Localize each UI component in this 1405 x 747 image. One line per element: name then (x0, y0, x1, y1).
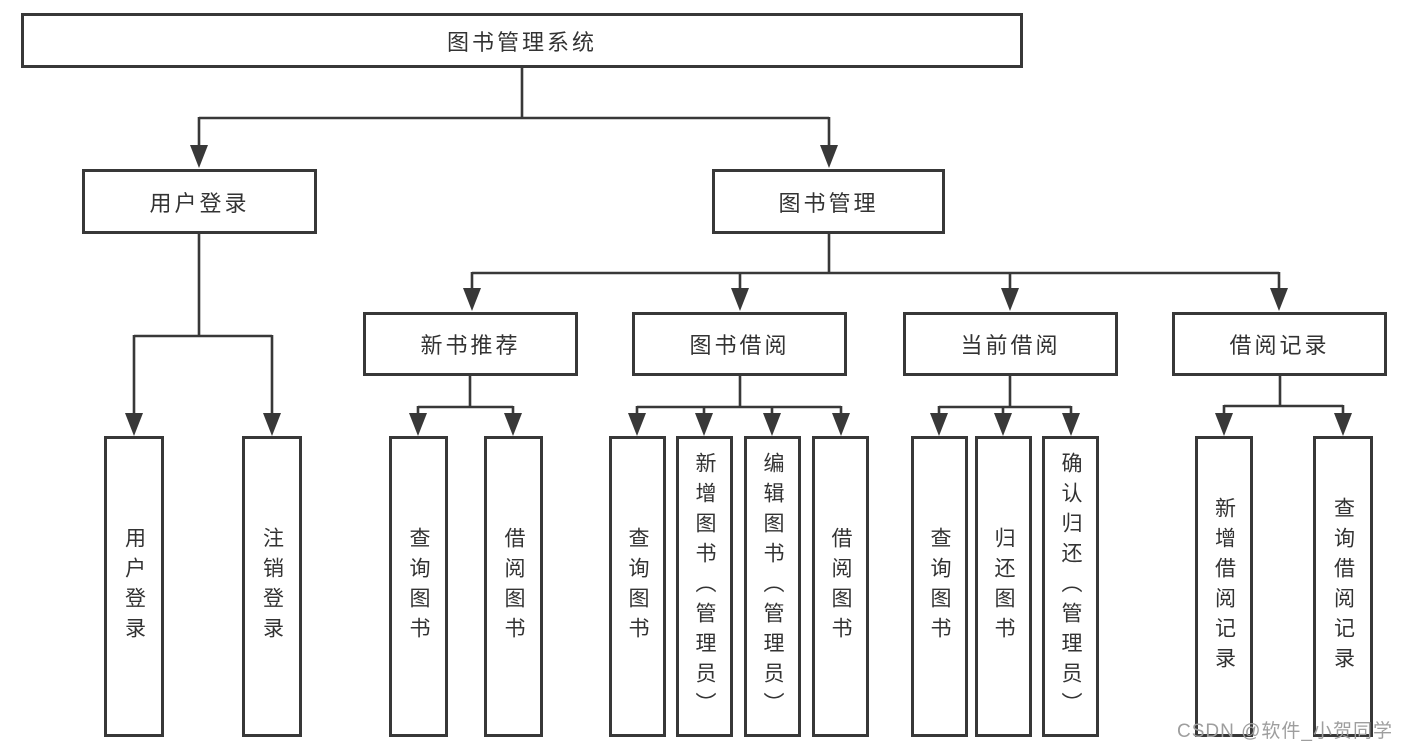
leaf-borrow-query-books: 查询图书 (609, 436, 666, 737)
leaf-records-query-record: 查询借阅记录 (1313, 436, 1373, 737)
leaf-label: 确认归还（管理员） (1059, 451, 1082, 722)
leaf-label: 查询图书 (928, 526, 951, 647)
node-borrow-records: 借阅记录 (1172, 312, 1387, 376)
leaf-label: 注销登录 (260, 526, 284, 647)
node-book-management: 图书管理 (712, 169, 945, 234)
node-user-login: 用户登录 (82, 169, 317, 234)
leaf-label: 借阅图书 (829, 526, 852, 647)
leaf-current-return-books: 归还图书 (975, 436, 1032, 737)
leaf-label: 查询图书 (407, 526, 430, 647)
node-library-system: 图书管理系统 (21, 13, 1023, 68)
leaf-borrow-add-books-admin: 新增图书（管理员） (676, 436, 733, 737)
leaf-user-login: 用户登录 (104, 436, 164, 737)
node-label: 用户登录 (149, 190, 250, 216)
leaf-current-confirm-return-admin: 确认归还（管理员） (1042, 436, 1099, 737)
watermark: CSDN @软件_小贺同学 (1177, 721, 1393, 742)
leaf-recommend-query-books: 查询图书 (389, 436, 448, 737)
leaf-label: 编辑图书（管理员） (761, 451, 784, 722)
leaf-borrow-edit-books-admin: 编辑图书（管理员） (744, 436, 801, 737)
leaf-borrow-borrow-books: 借阅图书 (812, 436, 869, 737)
node-label: 借阅记录 (1229, 333, 1330, 358)
node-label: 新书推荐 (420, 333, 521, 358)
leaf-label: 用户登录 (122, 526, 146, 647)
node-book-borrow: 图书借阅 (632, 312, 847, 376)
leaf-recommend-borrow-books: 借阅图书 (484, 436, 543, 737)
node-label: 当前借阅 (960, 333, 1061, 358)
node-label: 图书管理系统 (446, 29, 597, 55)
leaf-label: 查询借阅记录 (1331, 496, 1355, 677)
leaf-logout: 注销登录 (242, 436, 302, 737)
leaf-label: 归还图书 (992, 526, 1015, 647)
leaf-label: 借阅图书 (502, 526, 525, 647)
node-new-book-recommend: 新书推荐 (363, 312, 578, 376)
node-label: 图书借阅 (689, 333, 790, 358)
leaf-records-add-record: 新增借阅记录 (1195, 436, 1253, 737)
node-label: 图书管理 (778, 190, 879, 216)
node-current-borrow: 当前借阅 (903, 312, 1118, 376)
leaf-current-query-books: 查询图书 (911, 436, 968, 737)
leaf-label: 新增图书（管理员） (693, 451, 716, 722)
leaf-label: 新增借阅记录 (1212, 496, 1236, 677)
leaf-label: 查询图书 (626, 526, 649, 647)
